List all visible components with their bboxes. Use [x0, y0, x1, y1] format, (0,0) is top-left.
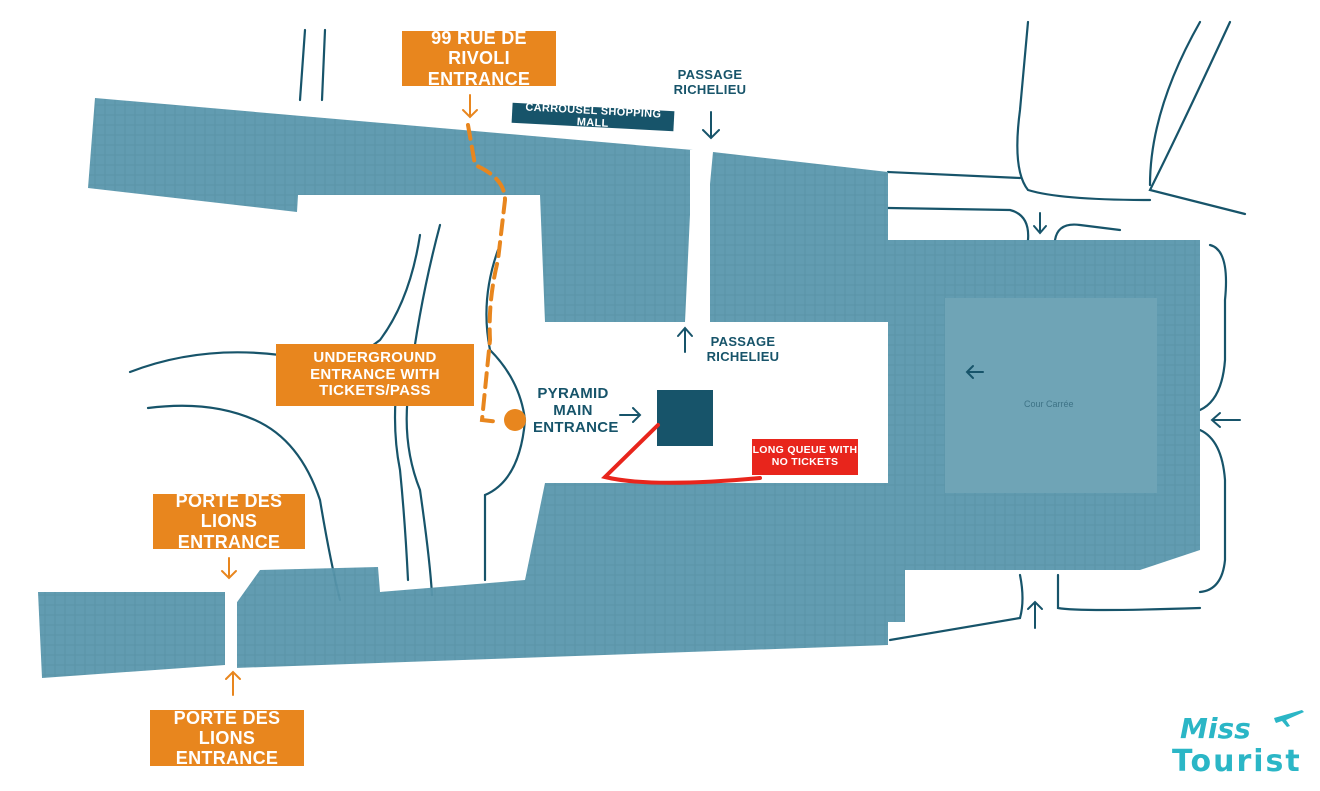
pyramid	[657, 390, 713, 446]
north-wing-east	[697, 152, 888, 322]
arrow-icon	[1210, 412, 1241, 428]
orange-arrow-icons	[221, 94, 478, 696]
south-wing	[235, 483, 888, 668]
logo-tourist-text: Tourist	[1172, 744, 1302, 779]
logo-miss-text: Miss	[1180, 712, 1251, 745]
pyramid-main-entrance-label: PYRAMID MAIN ENTRANCE	[533, 385, 618, 436]
arrow-icon	[225, 670, 241, 696]
porte-lions-top-label: PORTE DES LIONS ENTRANCE	[153, 491, 305, 552]
long-queue-text: LONG QUEUE WITH NO TICKETS	[752, 444, 858, 468]
south-wing-west	[38, 592, 225, 678]
arrow-icon	[619, 407, 642, 423]
underground-entrance-label: UNDERGROUND ENTRANCE WITH TICKETS/PASS	[276, 344, 474, 406]
underground-entrance-text: UNDERGROUND ENTRANCE WITH TICKETS/PASS	[310, 348, 440, 400]
arrow-icons	[619, 111, 1241, 629]
rivoli-entrance-text: 99 RUE DE RIVOLI ENTRANCE	[427, 28, 531, 89]
miss-tourist-logo: Miss Tourist	[1150, 710, 1320, 790]
arrow-icon	[965, 365, 984, 379]
cour-carree-label: Cour Carrée	[1024, 399, 1074, 409]
pyramid-main-entrance-text: PYRAMID MAIN ENTRANCE	[533, 385, 619, 436]
passage-richelieu-top-text: PASSAGE RICHELIEU	[673, 67, 747, 97]
arrow-icon	[702, 111, 720, 140]
long-queue-label: LONG QUEUE WITH NO TICKETS	[752, 439, 858, 475]
porte-lions-bottom-label: PORTE DES LIONS ENTRANCE	[150, 707, 304, 769]
long-queue-line	[601, 423, 762, 485]
porte-des-lions-gap	[225, 592, 237, 672]
location-dot-icon	[504, 409, 526, 431]
passage-richelieu-mid-label: PASSAGE RICHELIEU	[698, 334, 788, 364]
airplane-icon	[1274, 710, 1304, 727]
porte-lions-top-text: PORTE DES LIONS ENTRANCE	[175, 491, 283, 552]
arrow-icon	[1027, 600, 1043, 629]
arrow-icon	[1033, 212, 1047, 235]
passage-richelieu-gap	[690, 150, 710, 325]
underground-route	[466, 123, 526, 431]
arrow-icon	[462, 94, 478, 119]
rivoli-entrance-label: 99 RUE DE RIVOLI ENTRANCE	[402, 28, 556, 89]
cour-carree-courtyard	[945, 298, 1157, 493]
arrow-icon	[221, 557, 237, 580]
porte-lions-bottom-text: PORTE DES LIONS ENTRANCE	[173, 707, 281, 769]
arrow-icon	[677, 326, 693, 353]
north-wing-west	[88, 98, 693, 322]
passage-richelieu-mid-text: PASSAGE RICHELIEU	[706, 334, 780, 364]
passage-richelieu-top-label: PASSAGE RICHELIEU	[665, 67, 755, 97]
